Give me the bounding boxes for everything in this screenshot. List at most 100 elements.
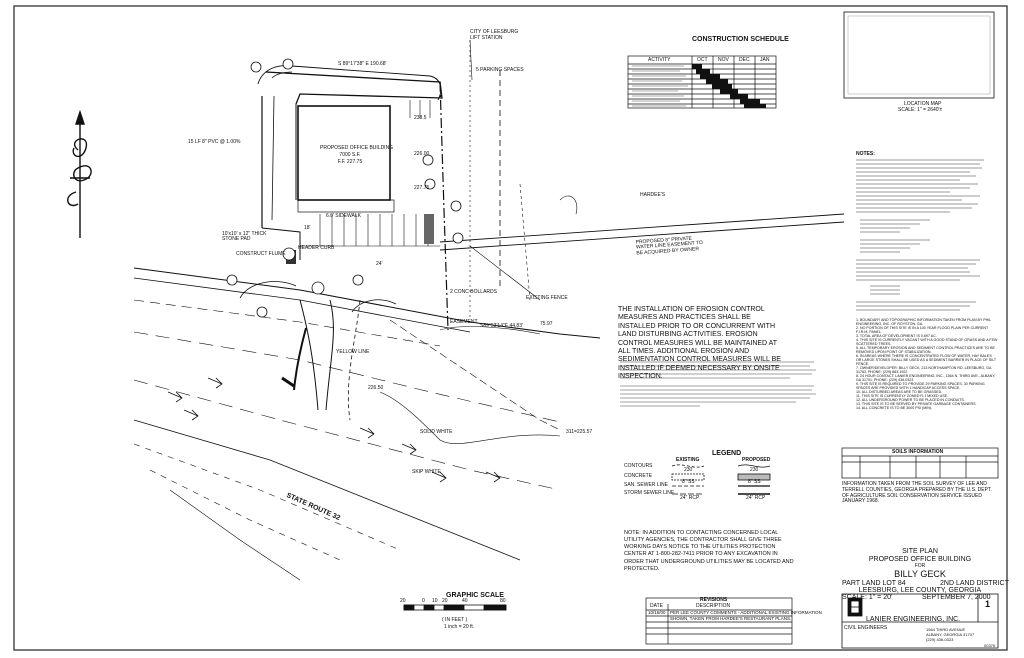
elevation-f: 311=225.57 [566,429,593,435]
note-item: 6. IN AREAS WHERE THERE IS CONCENTRATED … [856,354,996,367]
elevation-b: 226.00 [414,151,430,157]
header-curb-label: HEADER CURB [298,245,335,251]
stone-pad-label: 10'x10' x 12" THICK STONE PAD [222,231,267,243]
revision-row-desc: PER LEE COUNTY COMMENTS - ADDITIONAL EXI… [670,610,822,615]
firm-phone: (229) 436-0323 [926,637,954,642]
building-label: PROPOSED OFFICE BUILDING [320,145,394,151]
revisions-date-header: DATE [650,603,663,609]
graphic-scale-tick-2: 10 [432,598,438,604]
sidewalk-label: 6.0' SIDEWALK [326,213,361,219]
note-item: 2. NO PORTION OF THIS SITE IS IN A 100 Y… [856,326,989,335]
title-for: FOR [914,563,926,569]
graphic-scale-tick-1: 0 [422,598,425,604]
skip-white-label: SKIP WHITE [412,469,441,475]
location-map-inner [847,15,991,95]
revisions-description-header: DESCRIPTION [696,603,731,609]
solid-white-label: SOLID WHITE [420,429,453,435]
schedule-month-jan: JAN [760,57,770,63]
legend-symbols [671,464,771,495]
schedule-activity-header: ACTIVITY [648,57,671,63]
note-item: 9. THIS SITE IS REQUIRED TO PROVIDE 29 P… [856,382,985,391]
legend-proposed-ss-sample: 8" SS [748,479,761,485]
state-route-road [133,267,601,581]
legend-existing-contour-sample: 230 [684,467,693,473]
lift-station-label: LIFT STATION [470,35,503,41]
title-block [841,593,999,649]
firm-address-2: ALBANY, GEORGIA 31707 [926,632,975,637]
notes-heading: NOTES: [856,151,875,157]
firm-address-1: 1564 THIRD AVENUE [926,627,966,632]
graphic-scale-unit: ( IN FEET ) [442,617,468,623]
firm-subtitle: CIVIL ENGINEERS [844,625,888,631]
title-scale: SCALE: 1" = 20' [842,594,893,601]
note-item: 12. ALL UNDERGROUND POWER TO BE PLACED I… [856,398,965,403]
location-map-scale: SCALE: 1" = 2640'± [898,107,943,113]
soils-table [841,447,999,479]
permit-text-lines [620,361,816,407]
graphic-scale-title: GRAPHIC SCALE [446,592,504,599]
legend-row-contours: CONTOURS [624,463,653,469]
revisions-table [645,597,793,645]
graphic-scale-bar [403,604,507,611]
revision-row-date: 10/16/00 [648,610,666,615]
legend-existing-ss-sample: 8" SS [682,479,695,485]
legend-row-storm-sewer: STORM SEWER LINE [624,490,675,496]
title-district: 2ND LAND DISTRICT [940,580,1009,587]
note-item: 8. 24 HOUR CONTACT: LANIER ENGINEERING, … [856,374,996,383]
utility-structures [226,58,464,318]
schedule-month-dec: DEC [739,57,750,63]
elevation-e: 75.97 [540,321,553,327]
graphic-scale-ratio: 1 inch = 20 ft. [444,624,475,630]
location-map-title: LOCATION MAP [904,101,942,107]
revisions-title: REVISIONS [700,597,728,603]
title-location: LEESBURG, LEE COUNTY, GEORGIA [858,587,982,594]
parking-label: 5 PARKING SPACES [476,67,524,73]
note-item: 5. ALL TEMPORARY EROSION AND SEDIMENT CO… [856,346,995,355]
soils-title: SOILS INFORMATION [892,449,944,455]
dimension-b: 24' [376,261,383,267]
note-item: 10. ALL DISTURBED AREAS ARE TO BE GRASSE… [856,390,943,395]
elevation-c: 227.75 [414,185,430,191]
north-arrow [67,109,92,238]
firm-name: LANIER ENGINEERING, INC. [866,616,961,623]
site-boundary [257,40,501,331]
legend-row-san-sewer: SAN. SEWER LINE [624,482,668,488]
legend-title: LEGEND [712,450,742,457]
graphic-scale-tick-0: 20 [400,598,406,604]
job-number: 00376 [984,643,996,648]
sidewalk-strip [297,199,395,213]
bollards-label: 2 CONC BOLLARDS [450,289,497,295]
title-date: SEPTEMBER 7, 2000 [922,594,991,601]
note-item: 7. OWNER/DEVELOPER: BILLY GECK, 213 NORT… [856,366,992,375]
graphic-scale-tick-4: 40 [462,598,468,604]
bearing-top-label: S 89°17'38" E 190.68' [338,61,387,67]
yellow-line-label: YELLOW LINE [336,349,370,355]
notes-list: 1. BOUNDARY AND TOPOGRAPHIC INFORMATION … [856,318,998,410]
utility-note: NOTE: IN ADDITION TO CONTACTING CONCERNE… [624,530,794,572]
existing-fence-label: EXISTING FENCE [526,295,568,301]
water-line-easement [439,39,845,301]
schedule-month-oct: OCT [697,57,708,63]
note-item: 4. THIS SITE IS CURRENTLY VACANT WITH A … [856,338,998,347]
note-item: 13. THIS SITE IS TO BE SERVED BY PRIVATE… [856,402,977,407]
sheet-border [13,5,1008,651]
elevation-a: 238.5 [414,115,427,121]
title-project: PROPOSED OFFICE BUILDING [868,556,972,563]
grade-note-label: 15 LF 8" PVC @ 1.00% [188,139,241,145]
graphic-scale-tick-3: 20 [442,598,448,604]
easement-label: EASEMENT [450,319,478,325]
schedule-bars [692,64,766,108]
traffic-arrows [167,377,501,483]
elevation-d: 226.50 [368,385,384,391]
building-area: 7000 S.F. [339,152,361,158]
title-client: BILLY GECK [894,569,946,579]
parking-stalls [300,100,440,247]
legend-proposed-header: PROPOSED [742,457,771,463]
schedule-activity-lines [632,65,688,107]
soils-note: INFORMATION TAKEN FROM THE SOIL SURVEY O… [842,481,992,505]
legend-proposed-rcp-sample: 24" RCP [746,495,766,501]
hardees-label: HARDEE'S [640,192,666,198]
schedule-month-nov: NOV [718,57,729,63]
graphic-scale-tick-5: 80 [500,598,506,604]
